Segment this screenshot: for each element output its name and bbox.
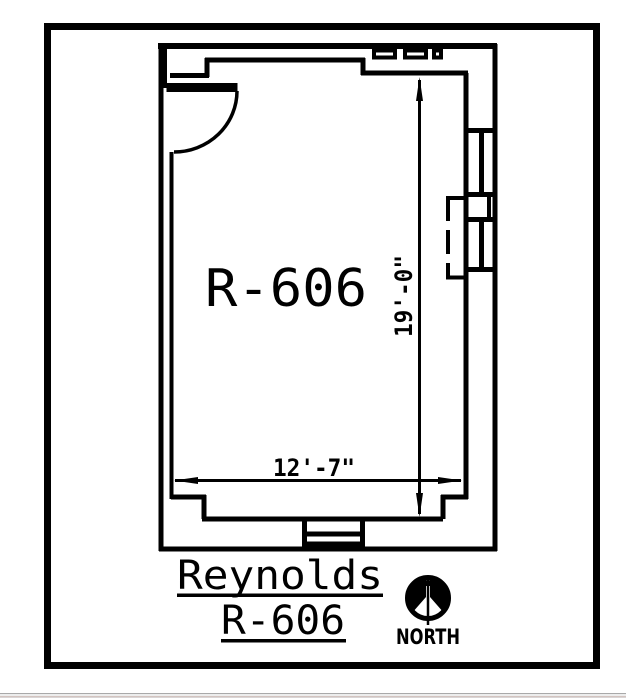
arrowhead-down-icon <box>416 493 423 517</box>
vertical-dim-label: 19'-0" <box>390 255 418 337</box>
drawing-border <box>44 23 600 669</box>
bottom-wall-window <box>302 521 365 549</box>
dashed-fixture <box>446 196 464 280</box>
horizontal-dimension: 12'-7" <box>174 454 462 484</box>
door-panel <box>166 83 238 92</box>
top-wall-column-markers <box>372 48 443 60</box>
taskbar-edge <box>0 691 626 698</box>
vertical-dimension: 19'-0" <box>390 77 423 517</box>
room-walls <box>158 43 498 552</box>
door-swing-arc <box>173 90 239 154</box>
drawing-caption: Reynolds R-606 <box>177 553 383 644</box>
arrowhead-left-icon <box>174 477 198 484</box>
room-number-label: R-606 <box>205 259 367 319</box>
horizontal-dim-label: 12'-7" <box>273 454 355 482</box>
caption-name: Reynolds <box>177 553 383 599</box>
right-wall-window <box>464 128 497 272</box>
arrowhead-right-icon <box>438 477 462 484</box>
door <box>166 83 239 154</box>
north-label: NORTH <box>396 625 460 649</box>
caption-room-number: R-606 <box>221 598 345 644</box>
north-arrow-icon: NORTH <box>396 575 460 649</box>
arrowhead-up-icon <box>416 77 423 101</box>
